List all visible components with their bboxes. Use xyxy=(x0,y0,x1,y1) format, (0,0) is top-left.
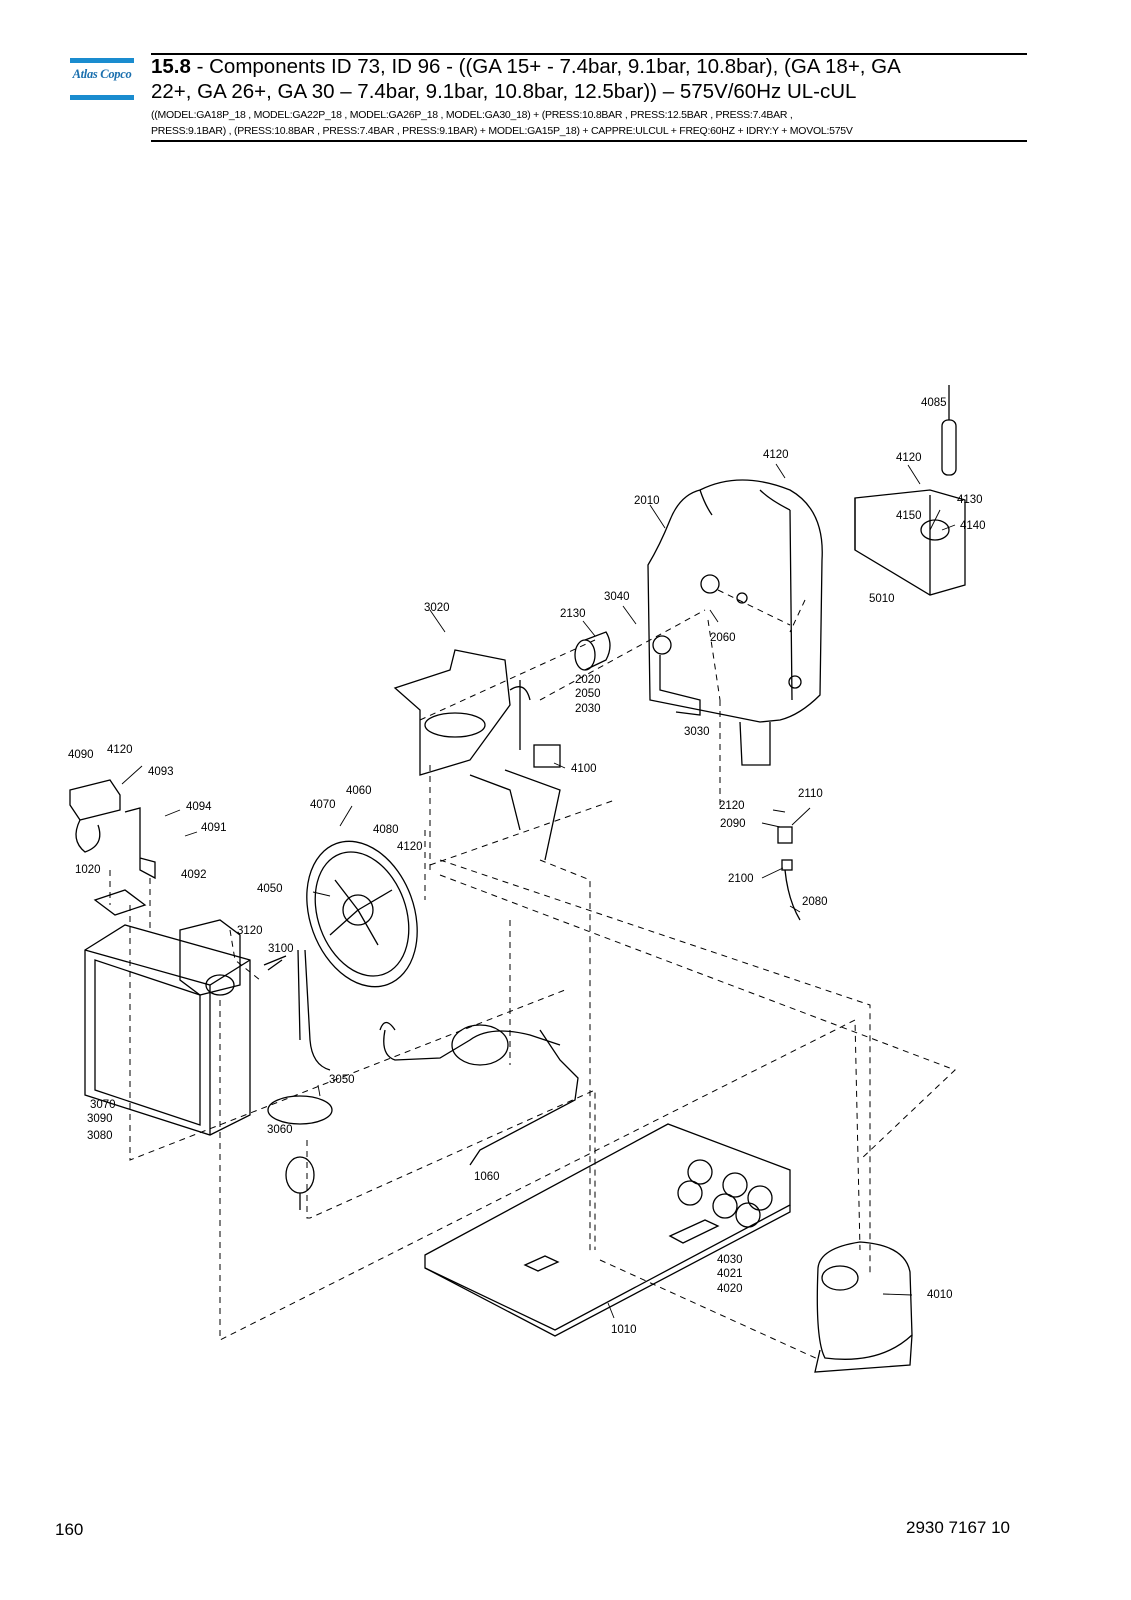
header-rule-bottom xyxy=(151,140,1027,142)
callout-2110: 2110 xyxy=(798,788,823,800)
page-title: 15.8 - Components ID 73, ID 96 - ((GA 15… xyxy=(151,54,1031,104)
callout-4093: 4093 xyxy=(148,766,174,778)
callout-2060: 2060 xyxy=(710,632,736,644)
callout-3120: 3120 xyxy=(237,925,263,937)
callout-4020: 4020 xyxy=(717,1283,743,1295)
callout-4080: 4080 xyxy=(373,824,399,836)
callout-2100: 2100 xyxy=(728,873,754,885)
callout-4094: 4094 xyxy=(186,801,212,813)
callout-3080: 3080 xyxy=(87,1130,113,1142)
title-line-1: 15.8 - Components ID 73, ID 96 - ((GA 15… xyxy=(151,54,1031,79)
callout-3030: 3030 xyxy=(684,726,710,738)
leader-lines xyxy=(121,463,956,1319)
applicability-filter: ((MODEL:GA18P_18 , MODEL:GA22P_18 , MODE… xyxy=(151,107,1051,139)
callout-4050: 4050 xyxy=(257,883,283,895)
callout-4021: 4021 xyxy=(717,1268,743,1280)
callout-4100: 4100 xyxy=(571,763,597,775)
callout-1060: 1060 xyxy=(474,1171,500,1183)
callout-2090: 2090 xyxy=(720,818,746,830)
header-rule-top xyxy=(151,53,1027,55)
document-number: 2930 7167 10 xyxy=(906,1518,1010,1537)
logo-bar-top xyxy=(70,58,134,63)
callout-4092: 4092 xyxy=(181,869,207,881)
callout-4120-left: 4120 xyxy=(107,744,133,756)
logo-wordmark: Atlas Copco xyxy=(72,67,132,81)
callout-4130: 4130 xyxy=(957,494,983,506)
callout-4010: 4010 xyxy=(927,1289,953,1301)
logo-bar-bottom xyxy=(70,95,134,100)
callout-4120-mid: 4120 xyxy=(397,841,423,853)
callout-5010: 5010 xyxy=(869,593,895,605)
part-outlines xyxy=(69,385,966,1373)
callout-3100: 3100 xyxy=(268,943,294,955)
title-line-2: 22+, GA 26+, GA 30 – 7.4bar, 9.1bar, 10.… xyxy=(151,80,857,103)
callout-4090: 4090 xyxy=(68,749,94,761)
callout-2050: 2050 xyxy=(575,688,601,700)
callout-1020: 1020 xyxy=(75,864,101,876)
callout-2030: 2030 xyxy=(575,703,601,715)
callout-3040: 3040 xyxy=(604,591,630,603)
atlas-copco-logo: Atlas Copco xyxy=(70,58,134,100)
callout-2080: 2080 xyxy=(802,896,828,908)
base-plate-holes xyxy=(677,1159,773,1228)
title-text-1: - Components ID 73, ID 96 - ((GA 15+ - 7… xyxy=(190,55,901,78)
callout-3090: 3090 xyxy=(87,1113,113,1125)
callout-3050: 3050 xyxy=(329,1074,355,1086)
callout-3020: 3020 xyxy=(424,602,450,614)
callout-4070: 4070 xyxy=(310,799,336,811)
callout-1010: 1010 xyxy=(611,1324,637,1336)
assembly-lines xyxy=(109,589,956,1361)
section-number: 15.8 xyxy=(151,55,191,78)
callout-4150: 4150 xyxy=(896,510,922,522)
callout-2010: 2010 xyxy=(634,495,660,507)
callout-4120-right: 4120 xyxy=(896,452,922,464)
callout-2130: 2130 xyxy=(560,608,586,620)
callout-3070: 3070 xyxy=(90,1099,116,1111)
callout-4120-top: 4120 xyxy=(763,449,789,461)
callout-2020: 2020 xyxy=(575,674,601,686)
callout-4085: 4085 xyxy=(921,397,947,409)
callout-2120: 2120 xyxy=(719,800,745,812)
callout-4091: 4091 xyxy=(201,822,227,834)
filter-line-2: PRESS:9.1BAR) , (PRESS:10.8BAR , PRESS:7… xyxy=(151,125,853,137)
page-number: 160 xyxy=(55,1520,84,1539)
callout-4030: 4030 xyxy=(717,1254,743,1266)
callout-labels: 4085 4120 4120 4130 4150 4140 2010 5010 … xyxy=(68,397,986,1336)
filter-line-1: ((MODEL:GA18P_18 , MODEL:GA22P_18 , MODE… xyxy=(151,109,793,121)
callout-4060: 4060 xyxy=(346,785,372,797)
callout-4140: 4140 xyxy=(960,520,986,532)
callout-3060: 3060 xyxy=(267,1124,293,1136)
